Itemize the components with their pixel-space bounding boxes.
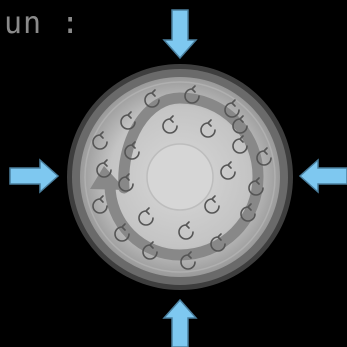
- disk-center: [146, 143, 214, 211]
- eddy-icon: [96, 159, 112, 178]
- eddy-icon: [92, 131, 108, 150]
- eddy-icon: [178, 221, 194, 240]
- eddy-icon: [184, 85, 200, 104]
- eddy-icon: [138, 207, 154, 226]
- spiral-arrow-icon: [90, 92, 264, 261]
- eddy-icon: [224, 99, 240, 118]
- eddy-icon: [142, 241, 158, 260]
- caption-text: un :: [4, 6, 81, 41]
- bottom-inward-arrow: [162, 298, 198, 347]
- eddy-icon: [232, 135, 248, 154]
- eddy-icon: [162, 115, 178, 134]
- eddy-icon: [120, 111, 136, 130]
- eddy-icon: [232, 115, 248, 134]
- eddy-icon: [124, 141, 140, 160]
- eddy-icon: [248, 177, 264, 196]
- eddy-icon: [180, 251, 196, 270]
- eddy-icon: [144, 89, 160, 108]
- eddy-icon: [240, 203, 256, 222]
- top-inward-arrow: [162, 9, 198, 60]
- eddy-icon: [200, 119, 216, 138]
- eddy-icon: [220, 161, 236, 180]
- eddy-icon: [118, 173, 134, 192]
- eddy-icon: [204, 195, 220, 214]
- eddy-icon: [256, 147, 272, 166]
- eddy-icon: [92, 195, 108, 214]
- disk-inner-rim: [84, 81, 276, 273]
- left-inward-arrow: [9, 158, 60, 194]
- eddies-group: [92, 85, 272, 270]
- eddy-icon: [210, 233, 226, 252]
- eddy-icon: [114, 223, 130, 242]
- right-inward-arrow: [298, 158, 347, 194]
